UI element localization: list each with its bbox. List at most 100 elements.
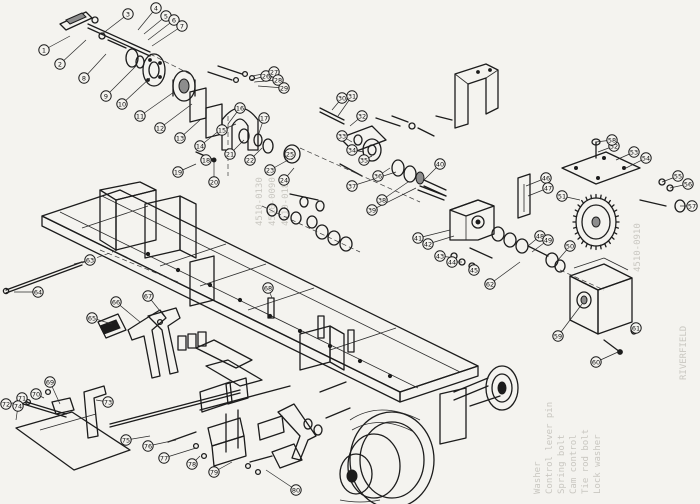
callout-number: 19	[174, 168, 182, 176]
callout-circle	[672, 170, 684, 182]
leader-line	[557, 303, 583, 337]
callout-circle	[434, 158, 446, 170]
callout-number: 77	[160, 454, 168, 462]
callout-number: 39	[368, 206, 376, 214]
callout-marker: 41	[412, 232, 424, 244]
callout-number: 64	[34, 288, 42, 296]
callout-circle	[86, 312, 98, 324]
callout-number: 32	[358, 112, 366, 120]
callout-marker: 4	[150, 2, 162, 14]
callout-number: 11	[136, 112, 144, 120]
leader-line	[159, 103, 193, 129]
callout-marker: 33	[336, 130, 348, 142]
callout-number: 71	[18, 394, 26, 402]
callout-marker: 69	[44, 376, 56, 388]
callout-marker: 29	[278, 82, 290, 94]
sprocket-tooth	[590, 194, 593, 200]
callout-number: 69	[46, 378, 54, 386]
callout-circle	[358, 154, 370, 166]
callout-circle	[54, 58, 66, 70]
callout-circle	[590, 356, 602, 368]
bleed-text: 4510-0090	[268, 177, 278, 226]
callout-marker: 62	[484, 278, 496, 290]
main-frame	[41, 181, 479, 445]
pedal-assembly	[97, 307, 181, 379]
centerline	[99, 249, 179, 283]
bleed-text: 4510-0180	[281, 177, 291, 226]
callout-number: 38	[378, 196, 386, 204]
callout-circle	[552, 330, 564, 342]
callout-marker: 54	[640, 152, 652, 164]
callout-circle	[346, 180, 358, 192]
callout-marker: 14	[194, 140, 206, 152]
callout-marker: 78	[186, 458, 198, 470]
bleed-text: Spring bolt	[557, 434, 567, 494]
leader-line	[151, 25, 183, 47]
callout-marker: 59	[552, 330, 564, 342]
callout-number: 60	[592, 358, 600, 366]
callout-number: 8	[82, 74, 86, 82]
callout-number: 59	[554, 332, 562, 340]
bleed-text: 4510-0130	[255, 177, 265, 226]
callout-number: 40	[436, 160, 444, 168]
callout-number: 31	[348, 92, 356, 100]
cover-plate	[561, 138, 686, 213]
callout-circle	[224, 148, 236, 160]
callout-number: 65	[88, 314, 96, 322]
callout-circle	[556, 190, 568, 202]
callout-circle	[484, 278, 496, 290]
callout-circle	[290, 484, 302, 496]
callout-number: 42	[424, 240, 432, 248]
callout-circle	[346, 144, 358, 156]
callout-circle	[264, 164, 276, 176]
callout-number: 61	[632, 324, 640, 332]
callout-number: 34	[348, 146, 356, 154]
callout-marker: 49	[542, 234, 554, 246]
gear-spacers	[261, 193, 361, 253]
callout-marker: 57	[686, 200, 698, 212]
tie-rod	[2, 249, 119, 295]
callout-circle	[686, 200, 698, 212]
callout-marker: 77	[158, 452, 170, 464]
callout-circle	[84, 254, 96, 266]
callout-marker: 80	[290, 484, 302, 496]
callout-marker: 56	[682, 178, 694, 190]
callout-circle	[0, 398, 12, 410]
callout-marker: 75	[120, 434, 132, 446]
callout-number: 45	[470, 266, 478, 274]
callout-circle	[630, 322, 642, 334]
callout-number: 12	[156, 124, 164, 132]
callout-number: 51	[558, 192, 566, 200]
callout-marker: 39	[366, 204, 378, 216]
leader-line	[139, 91, 175, 117]
callout-marker: 10	[116, 98, 128, 110]
callout-circle	[134, 110, 146, 122]
callout-circle	[258, 112, 270, 124]
callout-number: 25	[286, 150, 294, 158]
callout-circle	[120, 434, 132, 446]
callout-number: 50	[566, 242, 574, 250]
bleed-text: Control lever pin	[545, 402, 555, 494]
callout-number: 53	[630, 148, 638, 156]
callout-circle	[78, 72, 90, 84]
callout-number: 55	[674, 172, 682, 180]
callout-circle	[38, 44, 50, 56]
callout-number: 67	[144, 292, 152, 300]
callout-number: 29	[280, 84, 288, 92]
callout-number: 35	[360, 156, 368, 164]
callout-number: 56	[684, 180, 692, 188]
callout-number: 13	[176, 134, 184, 142]
callout-number: 21	[226, 150, 234, 158]
callout-number: 1	[42, 46, 46, 54]
callout-marker: 63	[84, 254, 96, 266]
callout-marker: 55	[672, 170, 684, 182]
callout-marker: 53	[628, 146, 640, 158]
callout-circle	[116, 98, 128, 110]
callout-marker: 23	[264, 164, 276, 176]
callout-marker: 47	[542, 182, 554, 194]
callout-number: 78	[188, 460, 196, 468]
callout-marker: 60	[590, 356, 602, 368]
callout-number: 23	[266, 166, 274, 174]
callout-marker: 66	[110, 296, 122, 308]
